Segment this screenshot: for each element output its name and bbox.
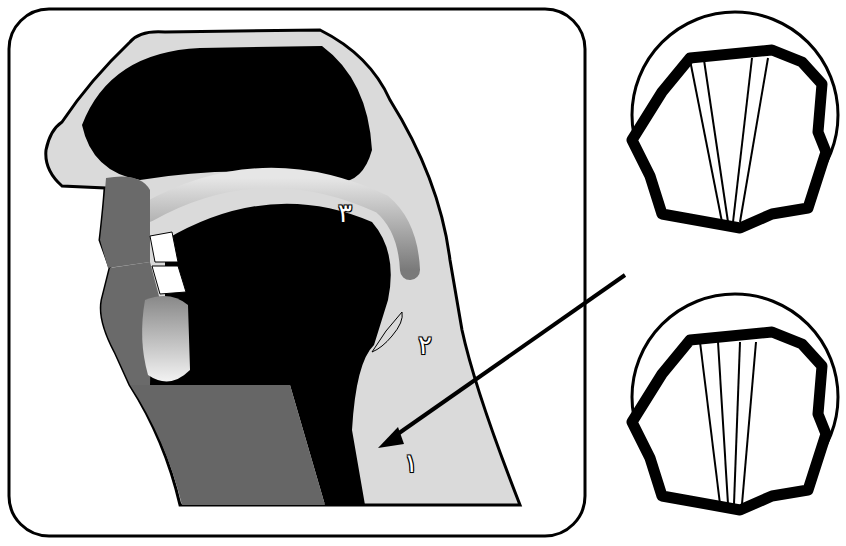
callout-number: ۱ xyxy=(404,450,418,476)
callout-number: ۲ xyxy=(418,332,432,358)
callout-number: ۳ xyxy=(338,200,352,226)
